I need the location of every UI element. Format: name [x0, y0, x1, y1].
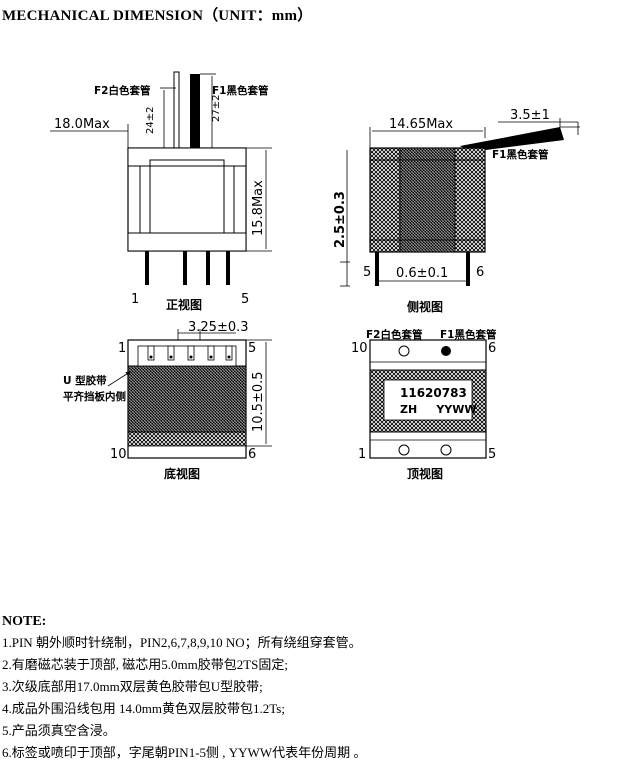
side-height-dim: 2.5±0.3: [333, 191, 348, 248]
front-width-dim: 18.0Max: [54, 117, 110, 132]
bottom-pitch-dim: 3.25±0.3: [188, 320, 249, 335]
front-width-dim-lines: [50, 124, 129, 148]
top-view: F2白色套管 F1黑色套管 11620783 ZH YYWW 10 6 1 5 …: [351, 328, 497, 481]
front-lead-right-dim: 27±2: [211, 95, 222, 122]
side-lead: [460, 118, 580, 152]
side-width-dim-lines: [369, 127, 486, 148]
note-line: 1.PIN 朝外顺时针绕制，PIN2,6,7,8,9,10 NO；所有绕组穿套管…: [2, 635, 362, 650]
front-view-caption: 正视图: [166, 297, 202, 312]
front-pin-5: 5: [241, 292, 249, 307]
top-f2-label: F2白色套管: [366, 328, 423, 341]
front-pins: [145, 251, 230, 285]
top-part-number: 11620783: [400, 386, 467, 400]
bottom-view: 3.25±0.3 1 5 10 6 U 型胶带 平齐挡板内侧: [63, 320, 272, 481]
side-body: [369, 147, 486, 253]
top-marking: ZH YYWW: [400, 403, 477, 416]
bottom-pin-10: 10: [110, 447, 127, 462]
note-line: 4.成品外围沿线包用 14.0mm黄色双层胶带包1.2Ts;: [2, 701, 285, 716]
side-f1-label: F1黑色套管: [492, 148, 549, 161]
note-line: 2.有磨磁芯装于顶部, 磁芯用5.0mm胶带包2TS固定;: [2, 657, 289, 672]
mechanical-drawing: 24±2 27±2 F2白色套管 F1黑色套管 18.0Max: [50, 71, 580, 481]
front-lead-left-dim: 24±2: [145, 107, 156, 134]
drawing-title: MECHANICAL DIMENSION（UNIT：mm）: [2, 8, 313, 24]
bottom-pin-1: 1: [118, 341, 126, 356]
bottom-tape-leader: [107, 371, 131, 387]
bottom-view-caption: 底视图: [164, 466, 200, 481]
top-body: [369, 339, 487, 459]
top-f1-label: F1黑色套管: [440, 328, 497, 341]
front-pin-1: 1: [131, 292, 139, 307]
front-height-dim: 15.8Max: [251, 180, 266, 236]
side-pin-5: 5: [363, 265, 371, 280]
top-pin-1: 1: [358, 447, 366, 462]
side-view: 14.65Max 3.5±1 F1黑色套管 2.5±0.3 5 6 0.6±0.: [333, 108, 580, 314]
notes-heading: NOTE:: [2, 614, 47, 629]
front-view: 24±2 27±2 F2白色套管 F1黑色套管 18.0Max: [50, 71, 272, 312]
front-height-dim-lines: [246, 147, 272, 252]
front-f2-label: F2白色套管: [94, 84, 151, 97]
side-pin-6: 6: [476, 265, 484, 280]
bottom-rowspan-dim: 10.5±0.5: [251, 371, 266, 432]
top-view-caption: 顶视图: [407, 466, 443, 481]
top-pin-6: 6: [488, 341, 496, 356]
bottom-pin-holes: [147, 345, 233, 361]
side-width-dim: 14.65Max: [389, 117, 453, 132]
note-line: 3.次级底部用17.0mm双层黄色胶带包U型胶带;: [2, 679, 263, 694]
bottom-tape-note-2: 平齐挡板内侧: [63, 390, 126, 403]
side-pins: [375, 252, 470, 286]
front-body: [127, 147, 247, 252]
side-lead-dim: 3.5±1: [510, 108, 550, 123]
top-pin-10: 10: [351, 341, 368, 356]
bottom-pin-5: 5: [248, 341, 256, 356]
front-leads: [160, 71, 216, 151]
side-height-dim-lines: [340, 150, 350, 287]
bottom-tape-note-1: U 型胶带: [63, 374, 107, 387]
side-pin-dia-dim: 0.6±0.1: [396, 266, 448, 281]
bottom-rowspan-dim-lines: [246, 339, 272, 447]
top-pin-5: 5: [488, 447, 496, 462]
note-line: 5.产品须真空含浸。: [2, 723, 116, 738]
note-line: 6.标签或喷印于顶部，字尾朝PIN1-5侧 , YYWW代表年份周期 。: [2, 745, 367, 760]
front-f1-label: F1黑色套管: [212, 84, 269, 97]
bottom-pin-6: 6: [248, 447, 256, 462]
side-view-caption: 侧视图: [407, 299, 443, 314]
